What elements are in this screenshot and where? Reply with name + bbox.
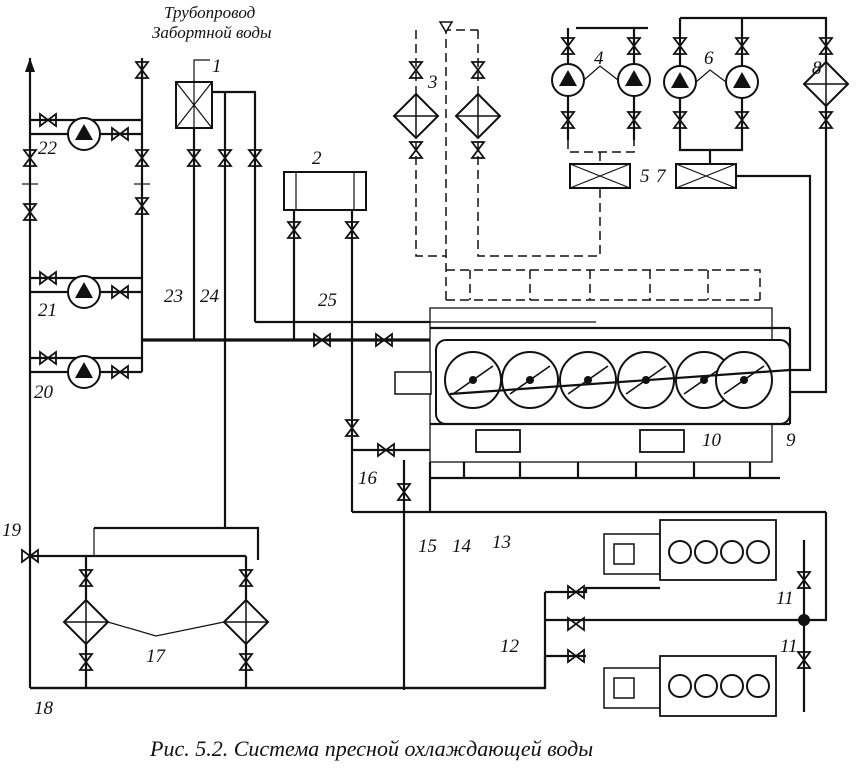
- dashed-cooler-lines: [393, 21, 761, 301]
- pump-22-icon: [67, 117, 101, 151]
- label-23: 23: [164, 286, 183, 307]
- label-12: 12: [500, 636, 520, 657]
- heat-exchanger-17a-icon: [63, 599, 109, 645]
- label-21: 21: [38, 300, 57, 321]
- cooler-1-and-tank-2: [175, 59, 367, 420]
- label-22: 22: [38, 138, 58, 159]
- label-17: 17: [146, 646, 167, 667]
- label-9: 9: [786, 430, 796, 451]
- pump-6b-icon: [725, 65, 759, 99]
- label-24: 24: [200, 286, 220, 307]
- pumps-4-and-unit-5: [551, 26, 651, 189]
- heat-exchanger-3b-icon: [455, 93, 501, 139]
- pump-4a-icon: [551, 63, 585, 97]
- coolers-17: [21, 528, 269, 688]
- label-15: 15: [418, 536, 437, 557]
- label-8: 8: [812, 58, 822, 79]
- label-25: 25: [318, 290, 337, 311]
- label-20: 20: [34, 382, 54, 403]
- label-13: 13: [492, 532, 511, 553]
- label-11a: 11: [776, 588, 794, 609]
- heat-exchanger-3a-icon: [393, 93, 439, 139]
- label-10: 10: [702, 430, 722, 451]
- label-5: 5: [640, 166, 650, 187]
- label-4: 4: [594, 48, 604, 69]
- seawater-title-line-1: Трубопровод: [164, 3, 256, 22]
- label-11b: 11: [780, 636, 798, 657]
- seawater-title-line-2: Забортной воды: [152, 23, 272, 42]
- main-pipelines: [30, 320, 826, 690]
- pump-21-icon: [67, 275, 101, 309]
- label-18: 18: [34, 698, 54, 719]
- left-pump-section: [22, 58, 150, 688]
- label-19: 19: [2, 520, 22, 541]
- label-3: 3: [427, 72, 438, 93]
- label-16: 16: [358, 468, 378, 489]
- figure-caption: Рис. 5.2. Система пресной охлаждающей во…: [149, 736, 593, 761]
- label-6: 6: [704, 48, 714, 69]
- heat-exchanger-8-icon: [803, 61, 849, 107]
- pump-6a-icon: [663, 65, 697, 99]
- aux-engines-11: [543, 512, 828, 717]
- component-labels: Трубопровод Забортной воды 1 2 3 4 5 6 7…: [2, 3, 822, 761]
- engine-9: [394, 307, 792, 463]
- pump-4b-icon: [617, 63, 651, 97]
- label-14: 14: [452, 536, 472, 557]
- pump-20-icon: [67, 355, 101, 389]
- heat-exchanger-17b-icon: [223, 599, 269, 645]
- label-1: 1: [212, 56, 222, 77]
- label-2: 2: [312, 148, 322, 169]
- label-7: 7: [656, 166, 667, 187]
- pumps-6-and-unit-7: [663, 16, 849, 394]
